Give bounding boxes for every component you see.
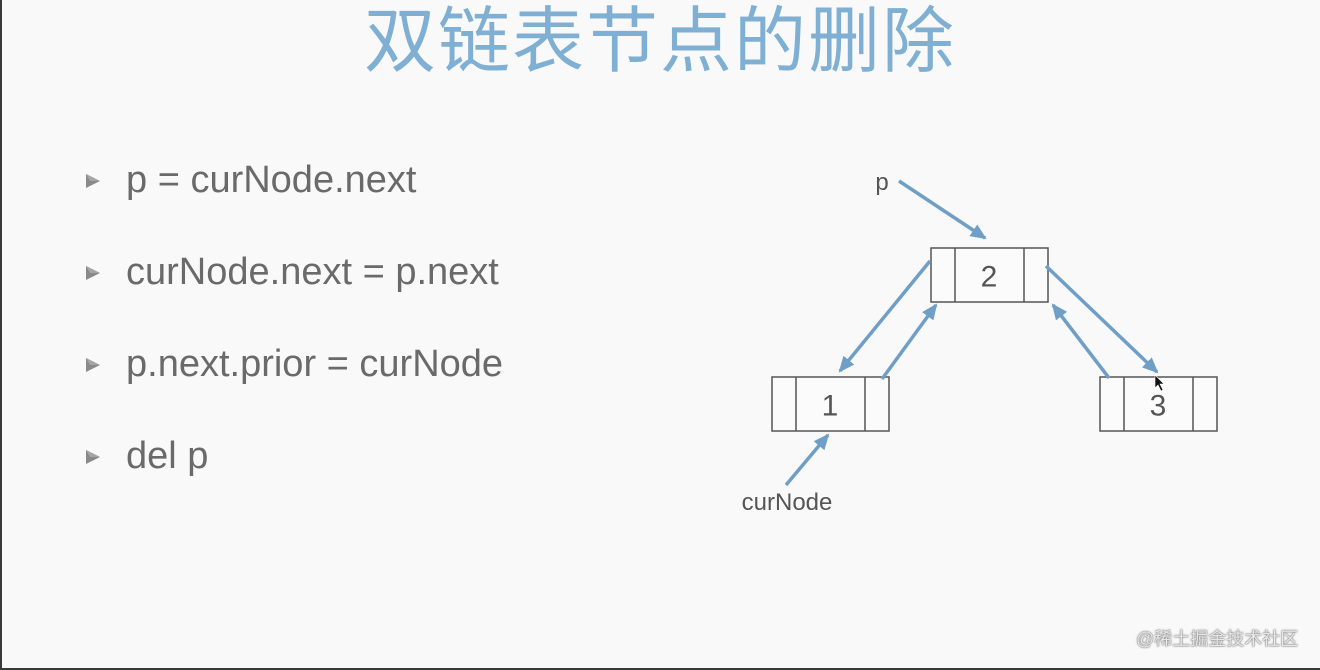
- bullet-text: p.next.prior = curNode: [126, 343, 504, 385]
- linked-list-diagram: 2 1 3 p curNode: [742, 169, 1218, 516]
- arrow-node-3-prior-to-node-2: [1051, 303, 1111, 380]
- arrow-p-to-node-2: [898, 179, 987, 240]
- bullet-item: p.next.prior = curNode: [84, 341, 684, 387]
- node-1-value: 1: [822, 390, 839, 423]
- bullet-triangle-icon: [86, 358, 100, 372]
- node-2-value: 2: [981, 261, 998, 294]
- arrow-node-2-next-to-node-3: [1044, 264, 1159, 374]
- bullet-triangle-icon: [86, 266, 100, 280]
- node-1: 1: [771, 376, 890, 432]
- bullet-triangle-icon: [86, 174, 100, 188]
- watermark: @稀土掘金技术社区: [1136, 629, 1299, 649]
- bullet-triangle-icon: [86, 450, 100, 464]
- node-2: 2: [930, 247, 1049, 303]
- bullet-item: curNode.next = p.next: [84, 249, 684, 295]
- node-1-box: [771, 376, 890, 432]
- bullet-item: p = curNode.next: [84, 157, 684, 203]
- slide-bottom-edge: [0, 668, 1320, 670]
- slide-left-edge: [0, 0, 2, 670]
- bullet-text: del p: [126, 435, 209, 477]
- node-2-box: [930, 247, 1049, 303]
- mouse-cursor-icon: [1154, 374, 1165, 392]
- slide-title: 双链表节点的删除: [363, 2, 956, 82]
- bullet-text: curNode.next = p.next: [126, 251, 499, 293]
- bullet-item: del p: [84, 433, 684, 479]
- arrow-curnode-to-node-1: [784, 433, 830, 487]
- node-3-value: 3: [1150, 390, 1167, 423]
- pointer-p-label: p: [875, 169, 888, 196]
- pointer-curnode-label: curNode: [742, 489, 833, 516]
- arrow-node-1-next-to-node-2: [880, 303, 938, 381]
- arrow-node-2-prior-to-node-1: [838, 259, 932, 373]
- bullet-text: p = curNode.next: [126, 159, 417, 201]
